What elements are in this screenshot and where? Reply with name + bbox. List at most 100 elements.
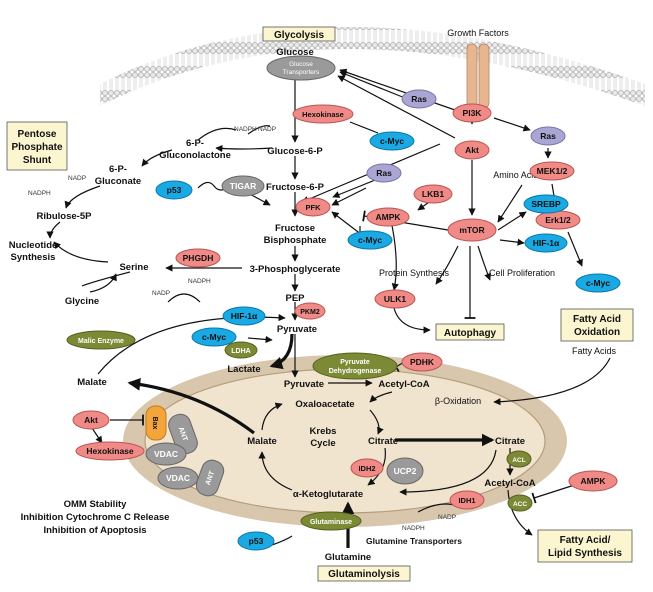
srebp-node: SREBP bbox=[531, 199, 561, 209]
citrate-label: Citrate bbox=[368, 436, 398, 447]
pkm2-node: PKM2 bbox=[300, 309, 320, 316]
p53-node-2: p53 bbox=[249, 536, 264, 546]
cofactor-nadp-1: NADP bbox=[258, 126, 276, 133]
akg-label: α-Ketoglutarate bbox=[293, 489, 363, 500]
ant-node-2: ANT bbox=[205, 470, 217, 487]
cmyc-node-4: c-Myc bbox=[586, 278, 610, 288]
krebs-label-line2: Cycle bbox=[310, 438, 335, 449]
cofactor-nadph-1: NADPH bbox=[234, 126, 257, 133]
pentose-header-line3: Shunt bbox=[23, 155, 52, 166]
krebs-label-line1: Krebs bbox=[310, 426, 337, 437]
glucose-transporters-line2: Transporters bbox=[283, 69, 320, 76]
glucose-transporters-line1: Glucose bbox=[289, 61, 313, 68]
cmyc-node-1: c-Myc bbox=[380, 136, 404, 146]
mtor-node: mTOR bbox=[459, 225, 484, 235]
oxaloacetate-label: Oxaloacetate bbox=[295, 399, 354, 410]
glycine-label: Glycine bbox=[65, 296, 99, 307]
cofactor-nadph-2: NADPH bbox=[28, 190, 51, 197]
omm-stability-label: OMM Stability bbox=[64, 499, 128, 510]
pfk-node: PFK bbox=[306, 203, 322, 212]
acl-node: ACL bbox=[512, 457, 525, 464]
protein-nodes: Glucose Transporters Hexokinase c-Myc Ra… bbox=[66, 55, 621, 551]
malate-label: Malate bbox=[77, 377, 107, 388]
tigar-node: TIGAR bbox=[230, 181, 256, 191]
akt-node-2: Akt bbox=[84, 415, 98, 425]
lkb1-node: LKB1 bbox=[422, 189, 444, 199]
acetylcoa-label: Acetyl-CoA bbox=[378, 379, 429, 390]
mek-node: MEK1/2 bbox=[537, 166, 568, 176]
3pg-label: 3-Phosphoglycerate bbox=[250, 264, 341, 275]
fructose-6p-label: Fructose-6-P bbox=[266, 182, 325, 193]
fbp-label-line1: Fructose bbox=[275, 223, 315, 234]
ras-node-1: Ras bbox=[411, 94, 427, 104]
cofactor-nadp-3: NADP bbox=[152, 290, 170, 297]
cmyc-node-2: c-Myc bbox=[358, 235, 382, 245]
beta-oxidation-label: β-Oxidation bbox=[435, 396, 481, 406]
metabolite-labels: Glucose Glucose-6-P Fructose-6-P Fructos… bbox=[9, 28, 617, 563]
ampk-node-2: AMPK bbox=[580, 476, 606, 486]
gluconate-label-line2: Gluconate bbox=[95, 176, 141, 187]
cytochrome-c-label: Inhibition Cytochrome C Release bbox=[21, 512, 170, 523]
ribulose-label: Ribulose-5P bbox=[37, 211, 93, 222]
pep-label: PEP bbox=[285, 293, 305, 304]
glucose-6p-label: Glucose-6-P bbox=[267, 146, 323, 157]
fao-header-line1: Fatty Acid bbox=[573, 314, 621, 325]
p53-node-1: p53 bbox=[167, 185, 182, 195]
protein-synthesis-label: Protein Synthesis bbox=[379, 268, 450, 278]
hif1-node-1: HIF-1α bbox=[533, 238, 560, 248]
glutamine-transporters-label: Glutamine Transporters bbox=[366, 536, 462, 546]
growth-factors-label: Growth Factors bbox=[447, 28, 509, 38]
gluconolactone-label-line1: 6-P- bbox=[186, 138, 204, 149]
ulk1-node: ULK1 bbox=[384, 294, 406, 304]
hif1-node-2: HIF-1α bbox=[231, 311, 258, 321]
idh1-node: IDH1 bbox=[458, 496, 475, 505]
glutaminase-node: Glutaminase bbox=[310, 519, 352, 526]
ras-node-2: Ras bbox=[540, 131, 556, 141]
gluconate-label-line1: 6-P- bbox=[109, 164, 127, 175]
cofactor-nadp-4: NADP bbox=[438, 514, 456, 521]
nucleotide-label-line2: Synthesis bbox=[11, 252, 56, 263]
cofactor-nadph-4: NADPH bbox=[402, 525, 425, 532]
cyto-acetylcoa-label: Acetyl-CoA bbox=[484, 478, 535, 489]
plasma-membrane bbox=[100, 27, 645, 106]
ldha-node: LDHA bbox=[231, 348, 250, 355]
hexokinase-node-2: Hexokinase bbox=[86, 446, 134, 456]
cyto-citrate-label: Citrate bbox=[495, 436, 525, 447]
mito-pyruvate-label: Pyruvate bbox=[284, 379, 324, 390]
pi3k-node: PI3K bbox=[463, 108, 483, 118]
akt-node-1: Akt bbox=[465, 145, 479, 155]
cofactor-nadph-3: NADPH bbox=[188, 278, 211, 285]
fao-header-line2: Oxidation bbox=[574, 327, 620, 338]
acc-node: ACC bbox=[513, 501, 527, 508]
idh2-node: IDH2 bbox=[358, 464, 375, 473]
serine-label: Serine bbox=[119, 262, 148, 273]
ucp2-node: UCP2 bbox=[394, 466, 417, 476]
pentose-header-line2: Phosphate bbox=[11, 142, 63, 153]
ant-node-1: ANT bbox=[177, 426, 189, 443]
hexokinase-node: Hexokinase bbox=[302, 110, 344, 119]
erk-node: Erk1/2 bbox=[545, 215, 571, 225]
glutaminolysis-header: Glutaminolysis bbox=[328, 569, 400, 580]
header-boxes: Glycolysis Pentose Phosphate Shunt Autop… bbox=[6, 26, 634, 582]
fas-header-line1: Fatty Acid/ bbox=[560, 535, 611, 546]
vdac-node-2: VDAC bbox=[166, 473, 190, 483]
mito-malate-label: Malate bbox=[247, 436, 277, 447]
gluconolactone-label-line2: Gluconolactone bbox=[159, 150, 231, 161]
pentose-header-line1: Pentose bbox=[18, 129, 57, 140]
cmyc-node-3: c-Myc bbox=[202, 332, 226, 342]
cell-proliferation-label: Cell Proliferation bbox=[489, 268, 555, 278]
fas-header-line2: Lipid Synthesis bbox=[548, 548, 622, 559]
malic-enzyme-node: Malic Enzyme bbox=[78, 338, 124, 345]
phgdh-node: PHGDH bbox=[183, 253, 214, 263]
glucose-label: Glucose bbox=[276, 47, 314, 58]
pdh-node-line2: Dehydrogenase bbox=[329, 368, 382, 375]
apoptosis-label: Inhibition of Apoptosis bbox=[43, 525, 146, 536]
ras-node-3: Ras bbox=[376, 168, 392, 178]
pdh-node-line1: Pyruvate bbox=[340, 359, 370, 366]
fbp-label-line2: Bisphosphate bbox=[264, 235, 327, 246]
cofactor-nadp-2: NADP bbox=[68, 175, 86, 182]
pdhk-node: PDHK bbox=[410, 357, 435, 367]
autophagy-header: Autophagy bbox=[444, 328, 497, 339]
